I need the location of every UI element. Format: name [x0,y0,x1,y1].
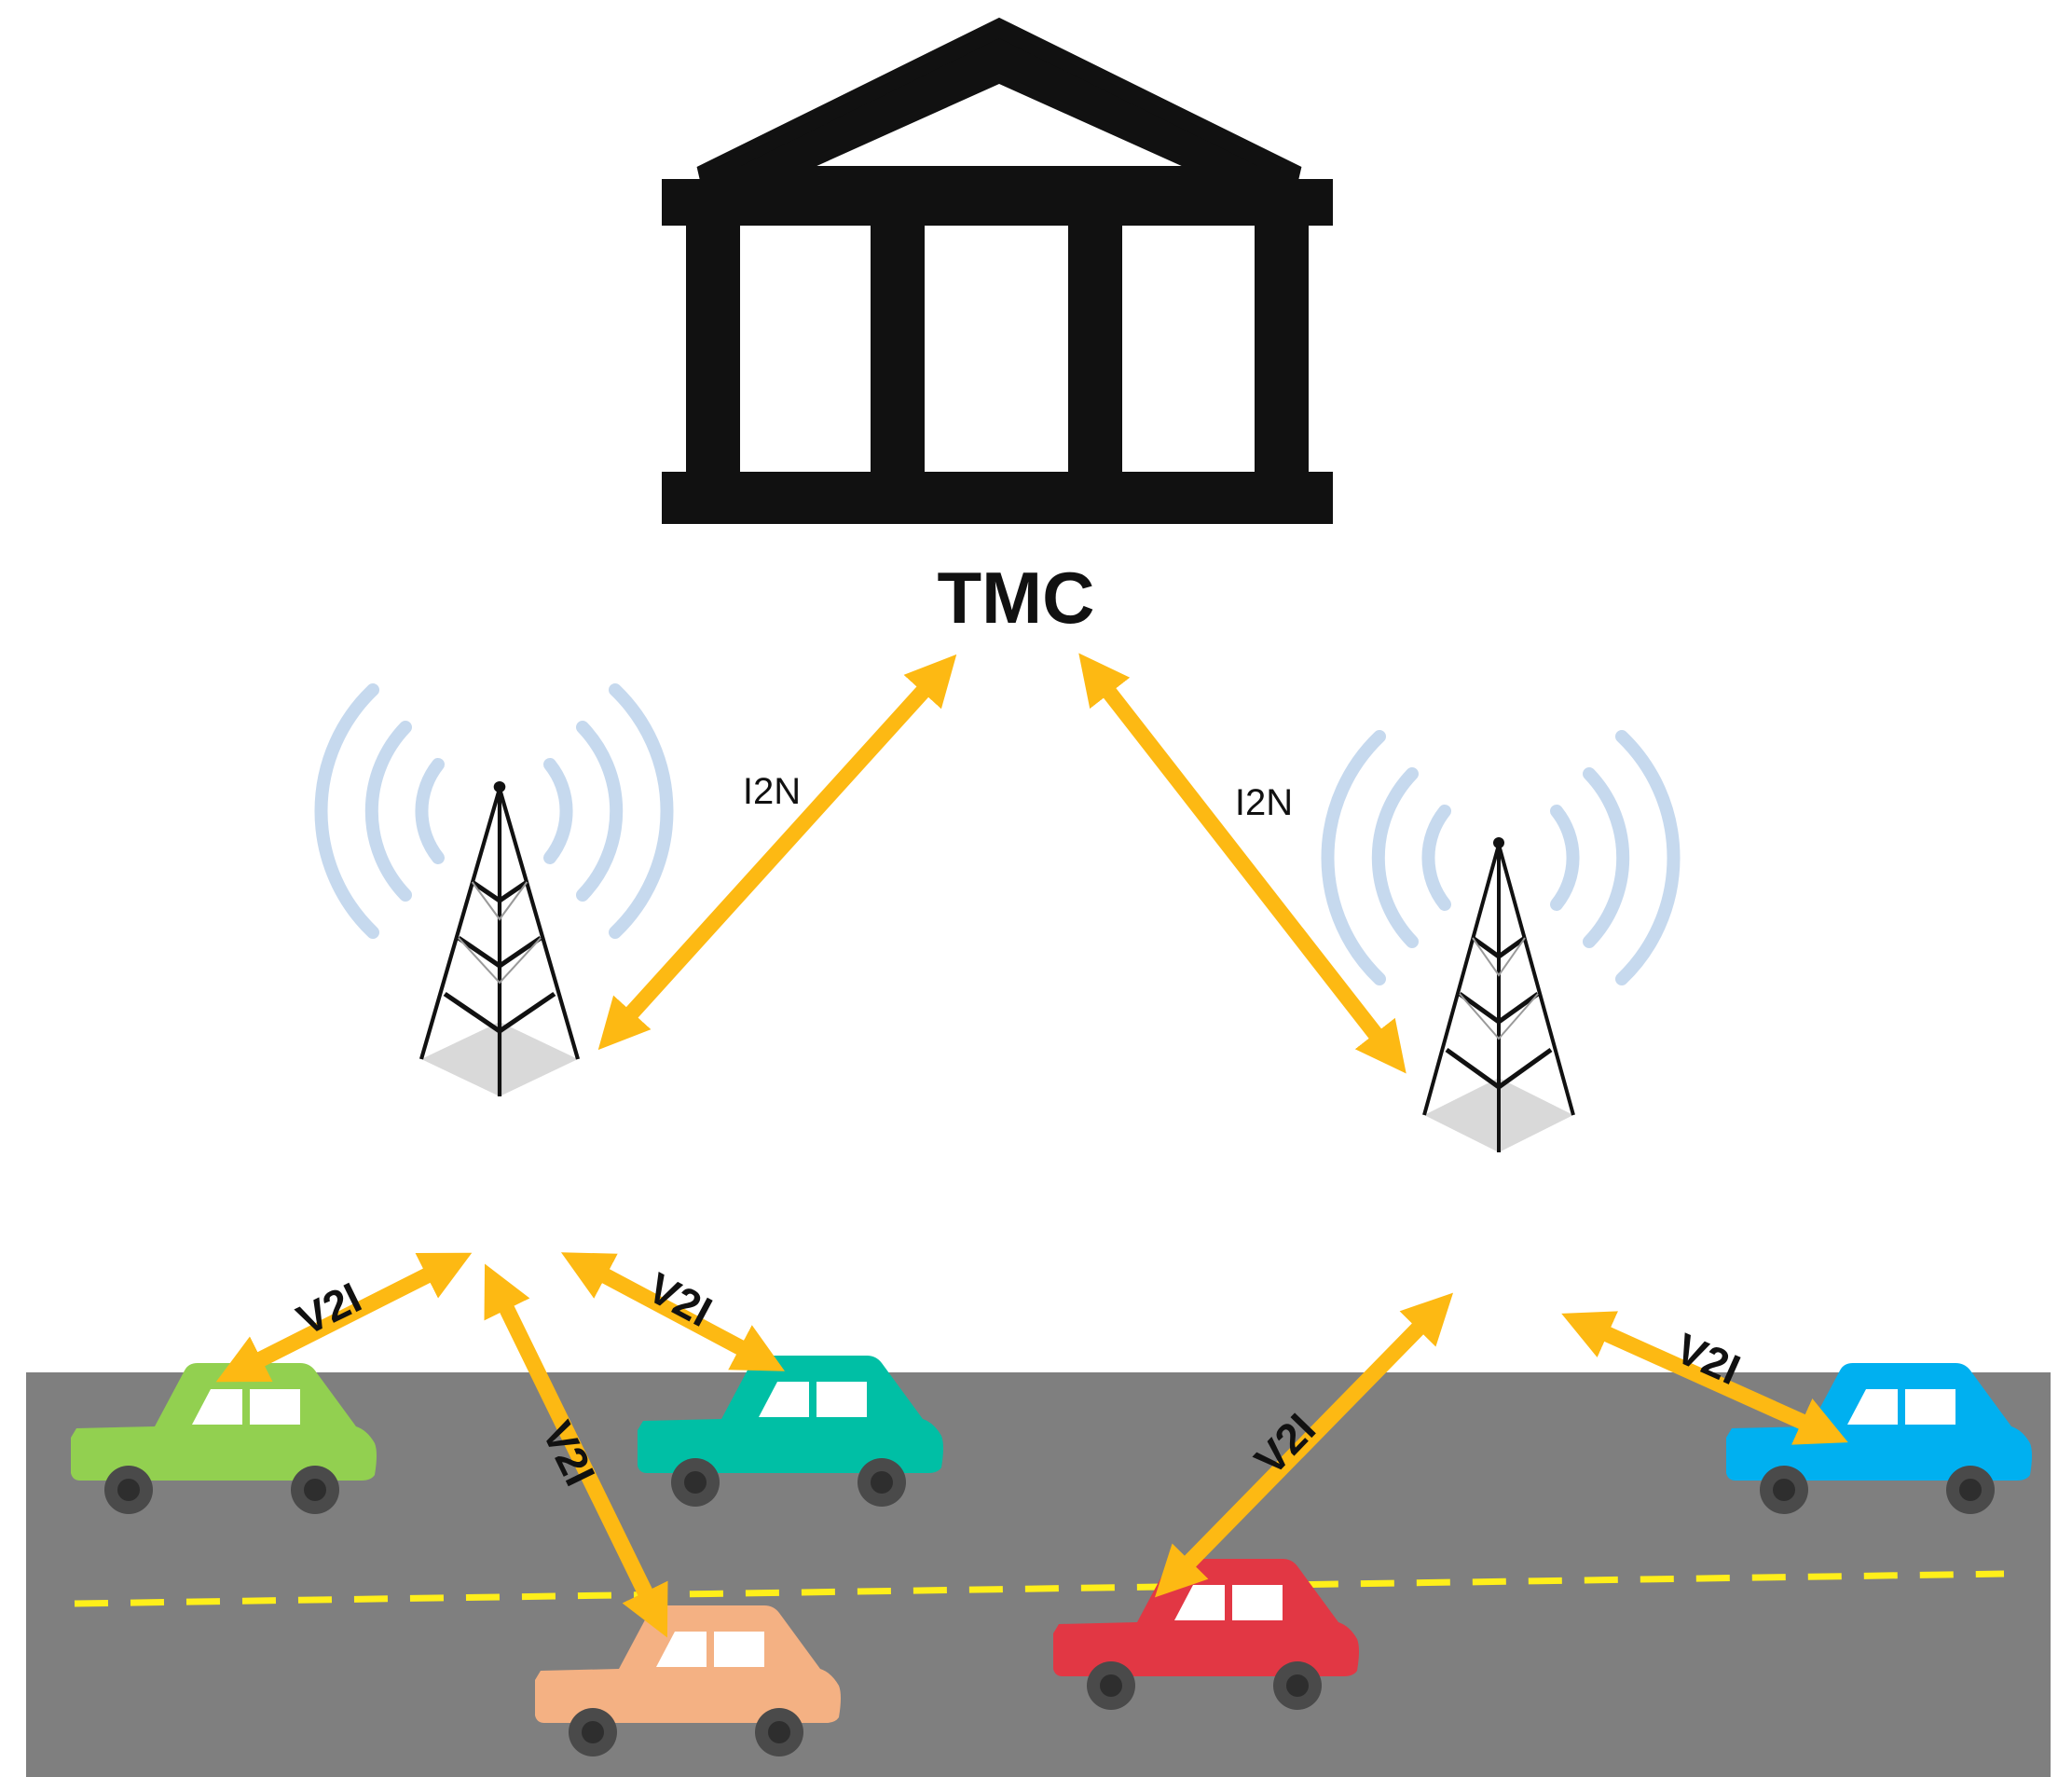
v2i-arrow-green [215,1252,473,1383]
v2i-arrow-peach [484,1263,668,1638]
lane-marking [74,1570,2005,1607]
v2i-arrow-red [1154,1292,1454,1598]
i2n-label-left: I2N [743,771,801,812]
i2n-arrow-right [1078,653,1406,1074]
i2n-label-right: I2N [1235,782,1293,823]
cell-tower-icon-right [1424,837,1573,1152]
v2i-arrow-blue [1561,1311,1848,1445]
tmc-label: TMC [938,557,1095,639]
cell-tower-icon-left [421,781,578,1096]
i2n-arrow-left [597,654,957,1051]
tmc-building-icon [662,17,1333,524]
